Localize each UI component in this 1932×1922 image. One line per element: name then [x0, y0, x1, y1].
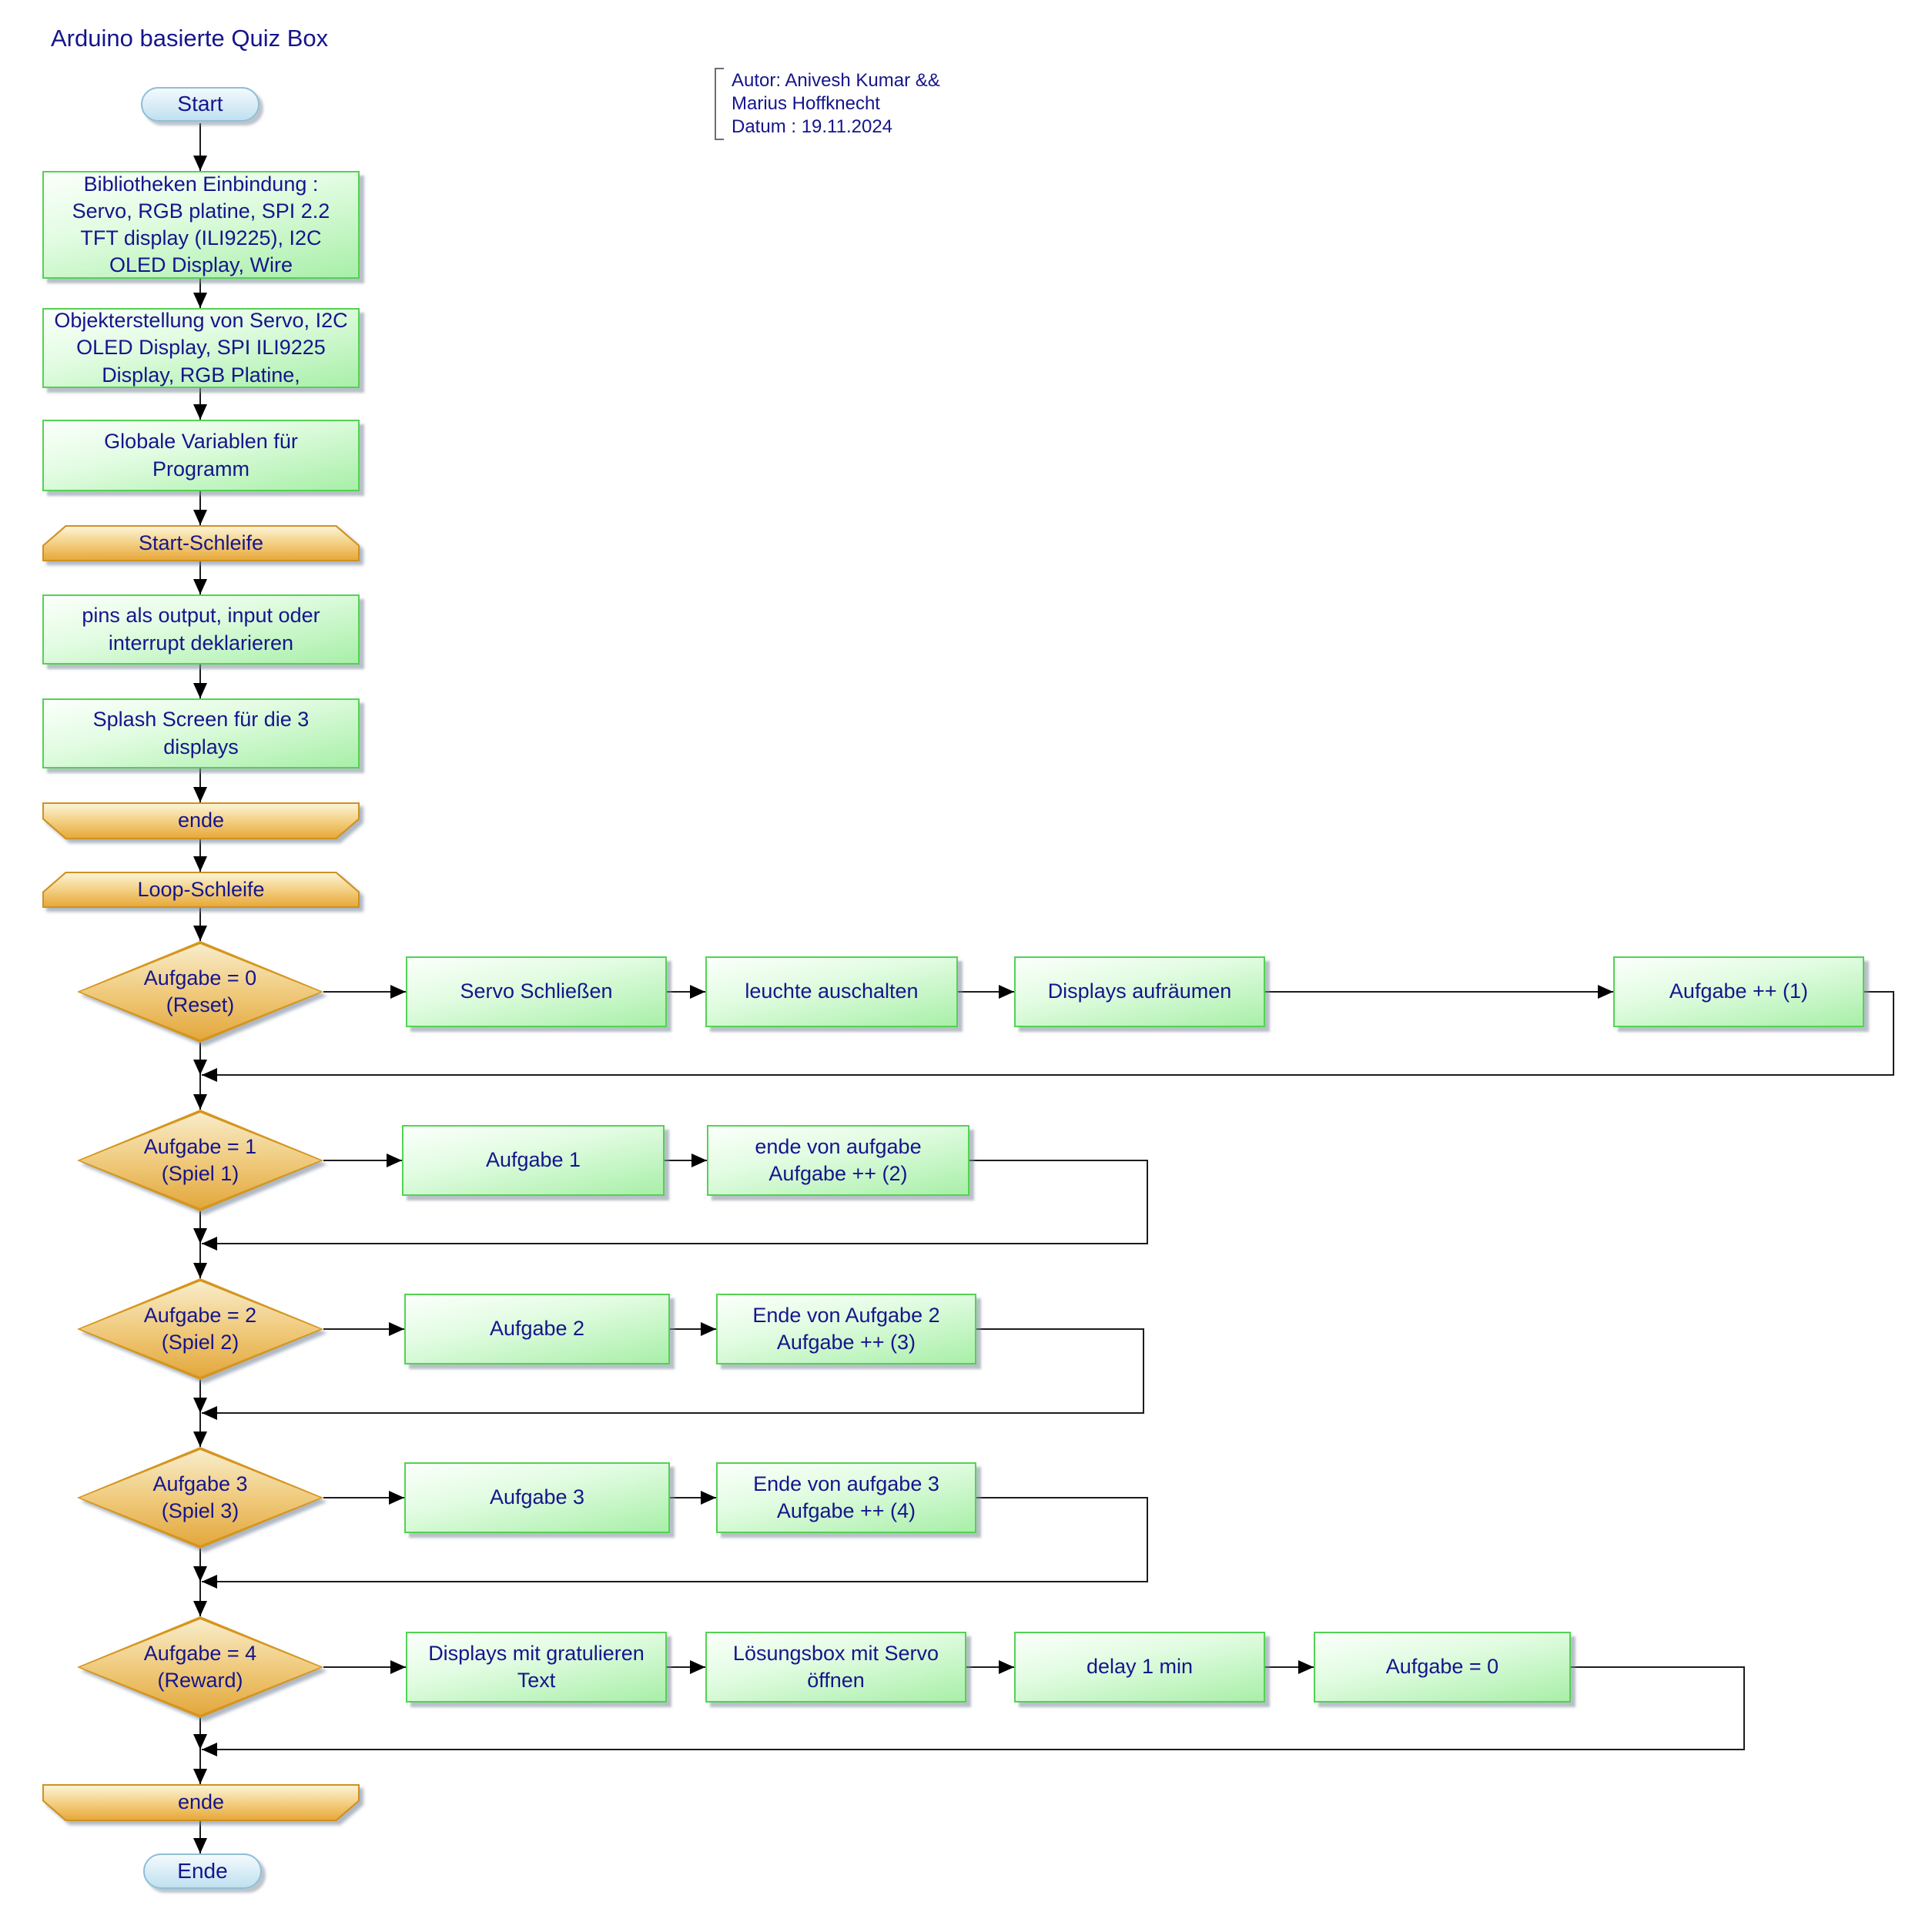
process-splash: Splash Screen für die 3 displays — [42, 698, 360, 768]
decision-game3: Aufgabe 3 (Spiel 3) — [77, 1447, 323, 1549]
process-task2-end: Ende von Aufgabe 2 Aufgabe ++ (3) — [716, 1294, 976, 1364]
process-servo-close: Servo Schließen — [406, 956, 667, 1027]
decision-reward: Aufgabe = 4 (Reward) — [77, 1616, 323, 1718]
process-task1: Aufgabe 1 — [402, 1125, 665, 1196]
process-task1-end: ende von aufgabe Aufgabe ++ (2) — [707, 1125, 969, 1196]
author-line-1: Autor: Anivesh Kumar && — [732, 70, 940, 91]
terminal-end: Ende — [143, 1853, 262, 1889]
terminal-start: Start — [141, 87, 259, 122]
process-task2: Aufgabe 2 — [404, 1294, 670, 1364]
author-line-2: Marius Hoffknecht — [732, 93, 880, 114]
loop-end-setup: ende — [42, 802, 360, 839]
author-line-3: Datum : 19.11.2024 — [732, 116, 893, 137]
process-light-off: leuchte auschalten — [705, 956, 958, 1027]
process-globals: Globale Variablen für Programm — [42, 420, 360, 491]
process-delay: delay 1 min — [1014, 1632, 1265, 1703]
author-bracket-icon — [715, 68, 724, 140]
process-objects: Objekterstellung von Servo, I2C OLED Dis… — [42, 308, 360, 388]
process-solution-box-open: Lösungsbox mit Servo öffnen — [705, 1632, 966, 1703]
process-displays-clear: Displays aufräumen — [1014, 956, 1265, 1027]
process-libraries: Bibliotheken Einbindung : Servo, RGB pla… — [42, 171, 360, 279]
author-note: Autor: Anivesh Kumar && Marius Hoffknech… — [715, 68, 940, 140]
decision-reset: Aufgabe = 0 (Reset) — [77, 941, 323, 1043]
decision-game1: Aufgabe = 1 (Spiel 1) — [77, 1110, 323, 1211]
decision-game2: Aufgabe = 2 (Spiel 2) — [77, 1278, 323, 1380]
process-task3: Aufgabe 3 — [404, 1462, 670, 1533]
page-title: Arduino basierte Quiz Box — [51, 25, 329, 52]
process-task-reset: Aufgabe = 0 — [1314, 1632, 1571, 1703]
loop-start-main: Loop-Schleife — [42, 872, 360, 908]
process-pins: pins als output, input oder interrupt de… — [42, 594, 360, 665]
process-task-increment-1: Aufgabe ++ (1) — [1613, 956, 1864, 1027]
process-congrats-displays: Displays mit gratulieren Text — [406, 1632, 667, 1703]
process-task3-end: Ende von aufgabe 3 Aufgabe ++ (4) — [716, 1462, 976, 1533]
loop-end-main: ende — [42, 1784, 360, 1821]
loop-start-setup: Start-Schleife — [42, 525, 360, 561]
